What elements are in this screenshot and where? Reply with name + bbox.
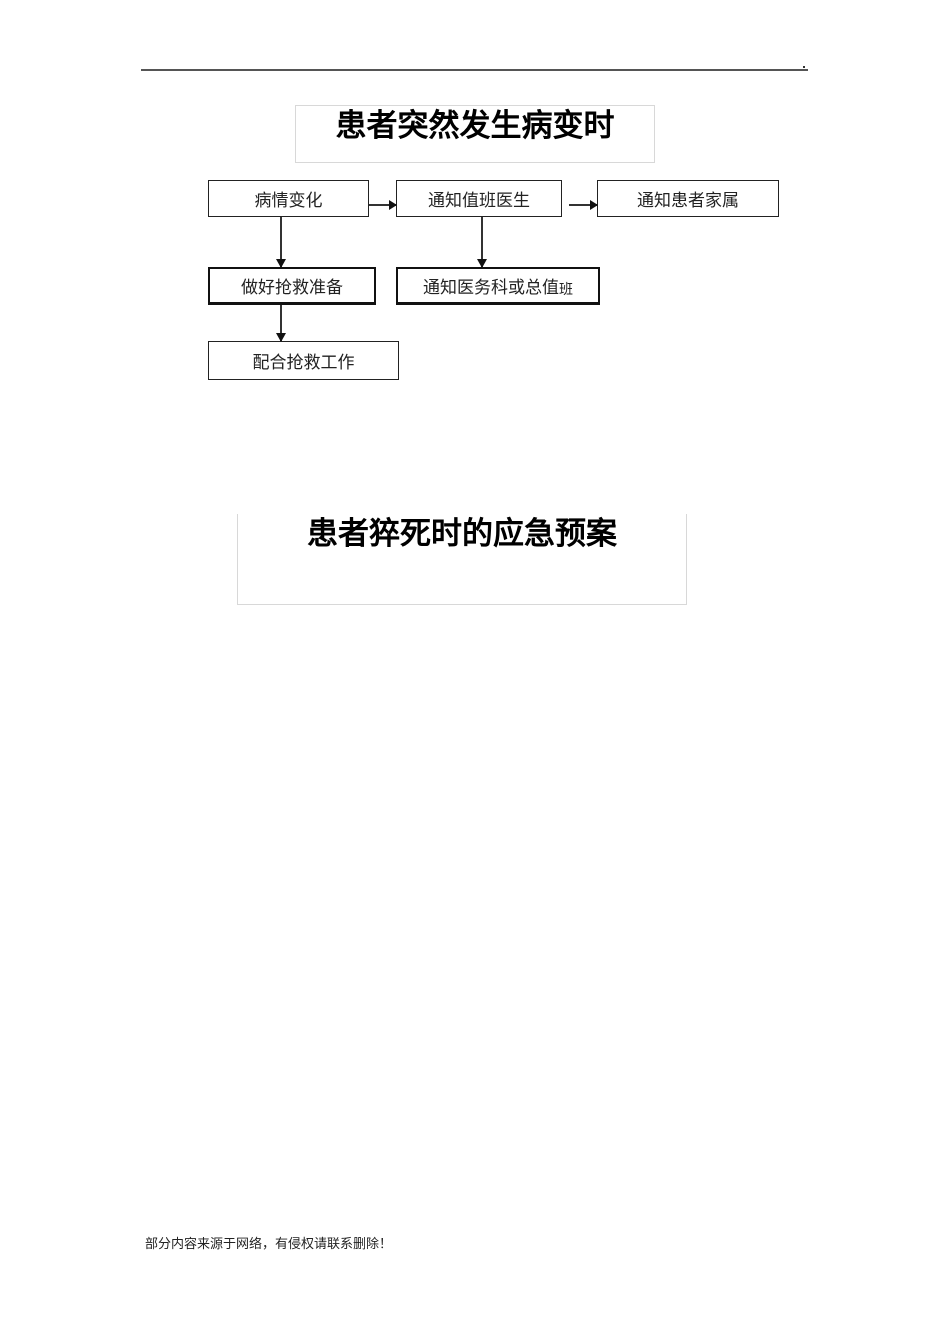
header-mark bbox=[803, 66, 805, 68]
arrow-down-icon bbox=[276, 305, 286, 342]
section1-title: 患者突然发生病变时 bbox=[335, 108, 615, 144]
section2-title: 患者猝死时的应急预案 bbox=[307, 516, 617, 552]
flow-node-notify-doctor: 通知值班医生 bbox=[396, 180, 562, 217]
arrow-down-icon bbox=[477, 217, 487, 268]
flow-node-assist-rescue: 配合抢救工作 bbox=[208, 341, 399, 380]
flow-node-notify-medical-dept-suffix: 班 bbox=[559, 281, 573, 298]
flow-node-notify-medical-dept: 通知医务科或总值班 bbox=[396, 267, 600, 305]
footer-disclaimer: 部分内容来源于网络，有侵权请联系删除！ bbox=[145, 1237, 393, 1252]
section1-title-box: 患者突然发生病变时 bbox=[295, 105, 655, 163]
flow-node-notify-medical-dept-label: 通知医务科或总值 bbox=[423, 278, 559, 298]
header-rule bbox=[141, 69, 808, 71]
section2-title-box: 患者猝死时的应急预案 bbox=[237, 514, 687, 605]
arrow-right-icon bbox=[369, 200, 397, 210]
flow-node-notify-family: 通知患者家属 bbox=[597, 180, 779, 217]
arrow-right-icon bbox=[569, 200, 598, 210]
flow-node-condition-change: 病情变化 bbox=[208, 180, 369, 217]
flow-node-prepare-rescue: 做好抢救准备 bbox=[208, 267, 376, 305]
arrow-down-icon bbox=[276, 217, 286, 268]
